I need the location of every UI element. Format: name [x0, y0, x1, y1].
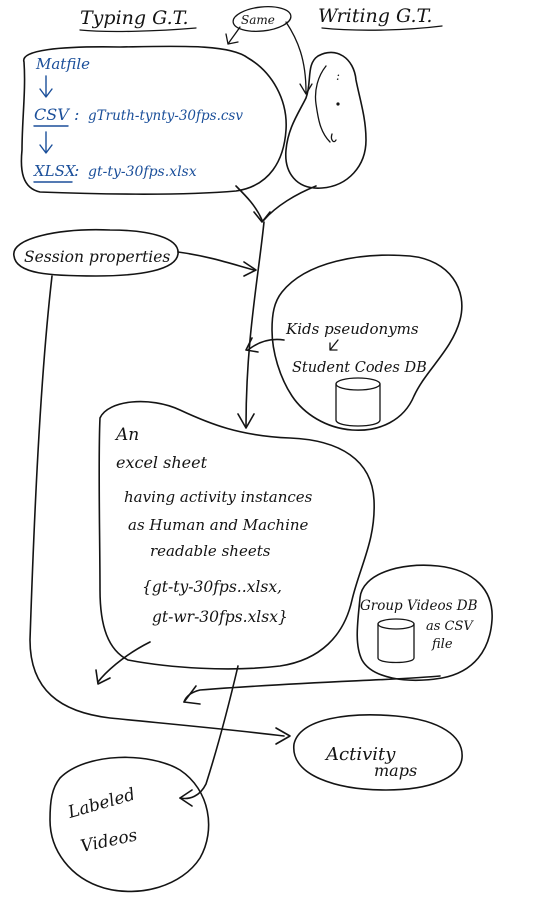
session-to-activity-arrowhead	[275, 727, 291, 745]
group-videos-to-flow-arrowhead	[183, 685, 201, 705]
xlsx-colon: :	[74, 161, 79, 180]
session-down-line	[29, 275, 285, 737]
kids-small-arrow	[329, 339, 339, 351]
excel-line-human-machine: as Human and Machine	[128, 516, 309, 534]
csv-filename: gTruth-tynty-30fps.csv	[88, 108, 243, 124]
labeled-videos-line2: Videos	[79, 825, 139, 857]
same-label: Same	[241, 13, 275, 27]
labeled-videos-box	[49, 756, 210, 893]
excel-line-file-2: gt-wr-30fps.xlsx}	[152, 608, 288, 626]
typing-gt-heading: Typing G.T.	[80, 7, 189, 29]
kids-to-spine-arrowhead	[245, 337, 259, 353]
writing-gt-heading: Writing G.T.	[318, 5, 432, 27]
matfile-down-arrow	[39, 75, 53, 98]
kids-pseudonyms-label: Kids pseudonyms	[285, 320, 419, 338]
kids-to-spine-arrow	[247, 338, 285, 351]
student-db-cylinder-icon	[335, 377, 381, 427]
writing-dot	[336, 102, 340, 106]
same-to-writing-arrowhead	[299, 83, 313, 95]
excel-to-labeled-arrowhead	[179, 789, 193, 807]
group-videos-file-label: file	[431, 637, 453, 652]
matfile-label: Matfile	[35, 55, 90, 73]
activity-maps-line1: Activity	[324, 744, 396, 765]
same-to-writing-curve	[285, 21, 307, 93]
group-videos-db-box	[356, 564, 493, 681]
excel-line-readable: readable sheets	[150, 542, 271, 560]
writing-to-spine-arrow	[263, 185, 317, 221]
writing-gt-box	[285, 51, 367, 189]
excel-to-labeled-curve	[179, 665, 239, 800]
session-to-spine-arrow	[177, 251, 255, 271]
xlsx-label: XLSX	[33, 162, 77, 180]
excel-line-file-1: {gt-ty-30fps..xlsx,	[142, 578, 282, 596]
typing-to-spine-arrow	[235, 185, 263, 221]
group-videos-as-csv-label: as CSV	[426, 619, 474, 634]
excel-line-excel-sheet: excel sheet	[116, 453, 208, 472]
kids-pseudonyms-box	[271, 254, 463, 431]
student-codes-db-label: Student Codes DB	[292, 360, 427, 376]
excel-line-having: having activity instances	[124, 488, 313, 506]
writing-marks: :	[336, 69, 340, 83]
same-bubble	[232, 6, 292, 32]
activity-maps-line2: maps	[374, 761, 417, 780]
typing-gt-box	[20, 45, 287, 195]
session-properties-box	[13, 228, 179, 277]
excel-down-curve	[97, 641, 151, 683]
csv-down-arrow	[39, 131, 53, 154]
activity-maps-box	[293, 714, 463, 791]
excel-line-an: An	[114, 425, 139, 445]
group-db-cylinder-icon	[377, 618, 415, 664]
central-spine	[245, 221, 265, 427]
writing-bracket	[314, 65, 331, 143]
session-to-spine-arrowhead	[243, 261, 257, 277]
spine-arrowhead-excel	[237, 413, 255, 429]
csv-colon: :	[74, 105, 79, 124]
session-properties-label: Session properties	[24, 248, 170, 266]
typing-gt-underline	[79, 27, 197, 33]
excel-down-arrowhead	[95, 669, 111, 685]
xlsx-filename: gt-ty-30fps.xlsx	[88, 164, 197, 180]
group-videos-db-label: Group Videos DB	[360, 598, 478, 614]
same-to-box-arrowhead	[225, 33, 239, 45]
writing-gt-underline	[321, 25, 443, 31]
excel-sheet-box	[98, 400, 375, 670]
writing-tick	[330, 133, 337, 143]
csv-label: CSV	[34, 105, 70, 124]
spine-arrowhead-top	[253, 211, 271, 223]
labeled-videos-line1: Labeled	[65, 785, 138, 823]
same-to-box-arrow	[227, 26, 241, 45]
